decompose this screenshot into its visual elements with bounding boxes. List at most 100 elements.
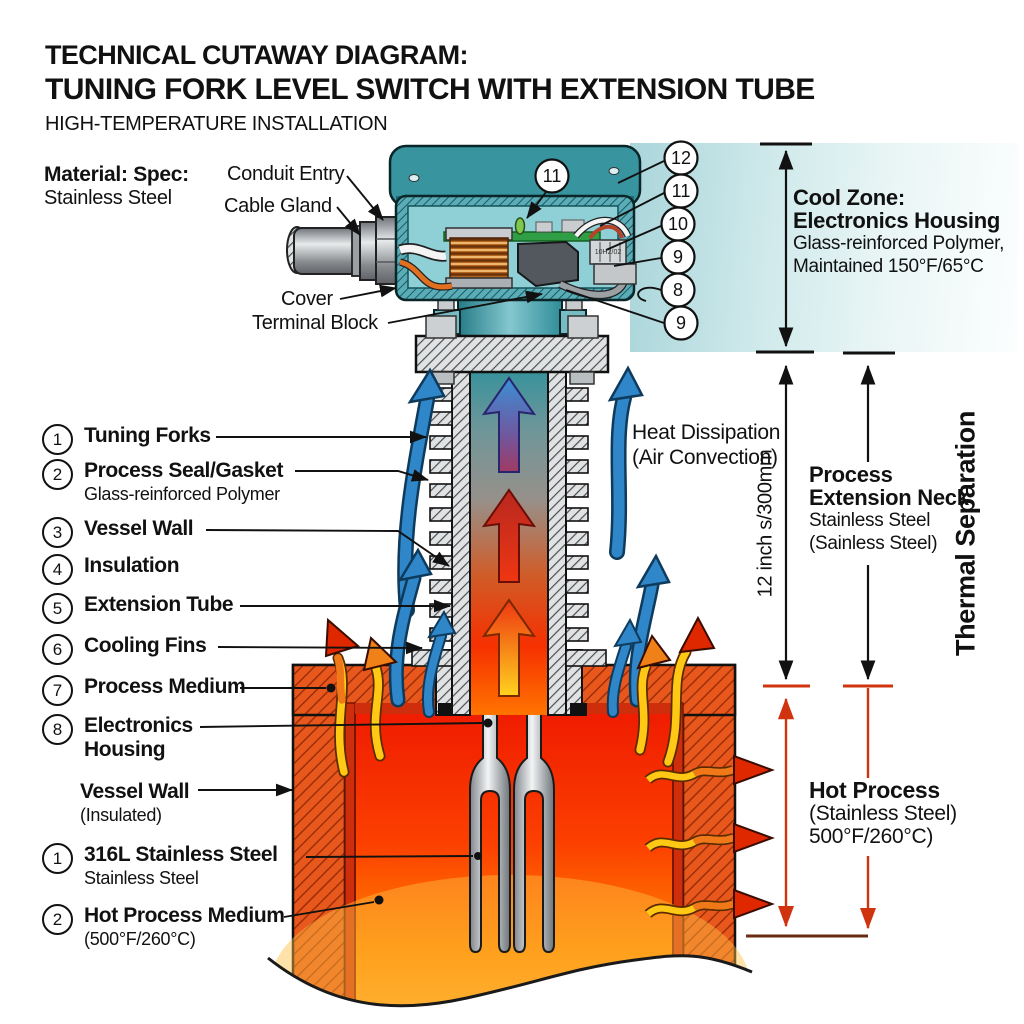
leader-callout-8 xyxy=(637,286,662,302)
hot-process-line2: 500°F/260°C) xyxy=(809,825,934,848)
hot-arrow-orange xyxy=(362,636,398,762)
convection-arrows-blue xyxy=(388,365,671,718)
legend-number-316l: 1 xyxy=(42,843,73,874)
legend-item-vessel-wall: Vessel Wall(Insulated) xyxy=(80,780,190,825)
label-conduit-entry: Conduit Entry xyxy=(227,163,345,185)
leader-callout-10 xyxy=(605,225,662,251)
label-cable-gland: Cable Gland xyxy=(224,195,332,217)
process-neck-line2: (Sainless Steel) xyxy=(809,533,938,554)
callout-11: 11 xyxy=(663,173,699,209)
leader-internal-11 xyxy=(526,191,547,219)
legend-number-6: 6 xyxy=(42,634,73,665)
page-title-line1: TECHNICAL CUTAWAY DIAGRAM: xyxy=(45,40,469,70)
heat-wave-arrow xyxy=(644,888,775,920)
heat-arrow-up-top xyxy=(481,376,537,473)
flange-nut xyxy=(569,371,595,385)
leader-legend-8 xyxy=(199,722,483,728)
process-seal-gasket-left xyxy=(438,703,455,716)
hot-escape-arrows xyxy=(324,615,775,920)
hot-process-title: Hot Process xyxy=(809,777,940,803)
legend-item-4: 4 Insulation xyxy=(42,554,180,585)
blue-arrow xyxy=(606,617,643,718)
svg-text:11: 11 xyxy=(543,166,562,186)
legend-item-7: 7 Process Medium xyxy=(42,675,246,706)
svg-text:12: 12 xyxy=(671,148,691,168)
callout-8: 8 xyxy=(660,272,696,308)
cool-zone-title2: Electronics Housing xyxy=(793,208,1001,233)
dimension-label: 12 inch s/300mm xyxy=(754,449,777,598)
blue-arrow xyxy=(421,609,457,718)
connector-module xyxy=(517,240,579,288)
led-indicator xyxy=(514,217,526,235)
leader-legend-hot-medium xyxy=(283,901,375,918)
thermal-separation-label: Thermal Separation xyxy=(950,411,981,656)
cover-screw xyxy=(608,167,620,175)
legend-number-3: 3 xyxy=(42,517,73,548)
hot-arrow-orange xyxy=(634,634,672,756)
leader-cable-gland xyxy=(336,206,361,236)
process-seal-gasket-right xyxy=(570,703,587,716)
callout-9b: 9 xyxy=(663,305,699,341)
extension-tube xyxy=(411,295,610,716)
legend-label: Extension Tube xyxy=(84,593,234,616)
leader-callout-12 xyxy=(617,160,665,184)
leader-terminal-block xyxy=(387,290,544,324)
hot-process-text: Hot Process (Stainless Steel) 500°F/260°… xyxy=(806,778,960,849)
flange-bolt xyxy=(425,315,457,339)
leader-legend-3 xyxy=(205,529,450,567)
label-cover: Cover xyxy=(281,288,333,310)
svg-text:9: 9 xyxy=(673,247,683,267)
leader-callout-9b xyxy=(565,289,665,324)
page-title-line2: TUNING FORK LEVEL SWITCH WITH EXTENSION … xyxy=(45,73,815,106)
legend-number-4: 4 xyxy=(42,554,73,585)
white-wire xyxy=(574,218,631,238)
process-neck-line1: Stainless Steel xyxy=(809,510,931,531)
legend-number-2: 2 xyxy=(42,459,73,490)
dimension-lines xyxy=(756,142,895,681)
material-spec: Material: Spec: Stainless Steel xyxy=(44,163,189,210)
tuning-fork-left xyxy=(469,667,511,954)
legend-item-6: 6 Cooling Fins xyxy=(42,634,207,665)
callout-12: 12 xyxy=(663,140,699,176)
legend-label: Process Medium xyxy=(84,675,246,698)
legend-label: Insulation xyxy=(84,554,180,577)
legend-item-5: 5 Extension Tube xyxy=(42,593,234,624)
chip xyxy=(535,221,553,233)
title-block: TECHNICAL CUTAWAY DIAGRAM: TUNING FORK L… xyxy=(45,40,815,136)
hot-arrow-red xyxy=(662,615,716,768)
legend-item-1: 1 Tuning Forks xyxy=(42,424,211,455)
legend-number-1: 1 xyxy=(42,424,73,455)
housing-interior xyxy=(407,205,619,289)
cover-screw xyxy=(408,174,420,182)
mounting-flange xyxy=(414,295,610,385)
heat-wave-arrow xyxy=(644,754,775,786)
heat-arrow-up-bottom xyxy=(481,598,537,697)
page-subtitle: HIGH-TEMPERATURE INSTALLATION xyxy=(45,113,388,135)
callout-9: 9 xyxy=(660,239,696,275)
legend-number-hot: 2 xyxy=(42,904,73,935)
tuning-fork-right xyxy=(513,667,555,954)
leader-lines xyxy=(198,160,665,918)
blue-arrow xyxy=(607,365,644,560)
vessel-break-edge xyxy=(267,954,753,1024)
legend-label: Electronics Housing xyxy=(84,714,193,761)
legend-label: Process Seal/Gasket xyxy=(84,459,284,482)
coil xyxy=(449,237,509,279)
legend-number-8: 8 xyxy=(42,714,73,745)
heat-flow-arrows xyxy=(481,376,537,697)
svg-text:10: 10 xyxy=(668,214,688,234)
process-neck-text: Process Extension Neck Stainless Steel (… xyxy=(806,462,972,556)
legend-label: Cooling Fins xyxy=(84,634,207,657)
callout-circles: 11 12 11 10 9 8 xyxy=(534,140,699,341)
heat-arrow-up-middle xyxy=(481,488,537,583)
orange-wire xyxy=(399,259,453,290)
legend-number-7: 7 xyxy=(42,675,73,706)
callout-11-internal: 11 xyxy=(534,158,570,194)
leader-callout-9 xyxy=(613,257,662,267)
terminal-marking: 10H2/02 xyxy=(595,249,622,256)
red-wire xyxy=(588,224,624,240)
legend-item-3: 3 Vessel Wall xyxy=(42,517,194,548)
